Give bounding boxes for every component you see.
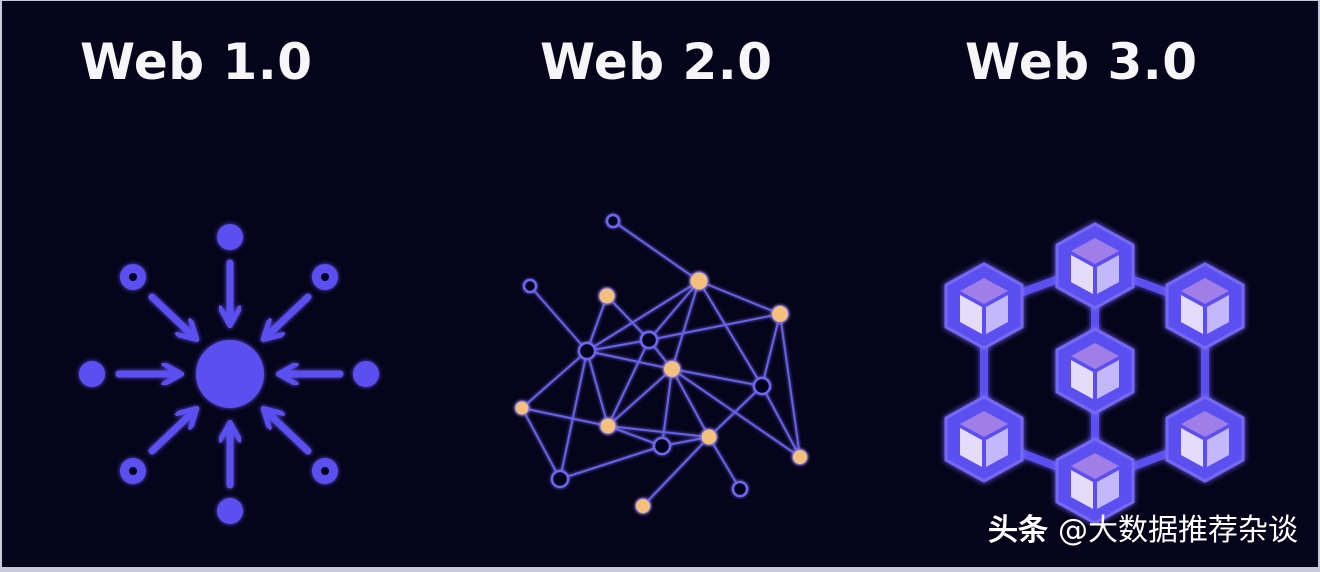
web2-title: Web 2.0	[540, 33, 773, 91]
web3-title: Web 3.0	[965, 33, 1198, 91]
watermark-brand: 头条	[988, 513, 1048, 548]
web1-centralized-diagram	[79, 224, 379, 524]
web2-network-diagram	[514, 213, 808, 514]
watermark-handle: @大数据推荐杂谈	[1058, 513, 1298, 548]
web3-blockchain-diagram	[944, 222, 1245, 525]
watermark: 头条 @大数据推荐杂谈	[988, 505, 1298, 549]
central-server-node	[196, 340, 264, 408]
web1-title: Web 1.0	[80, 33, 313, 91]
